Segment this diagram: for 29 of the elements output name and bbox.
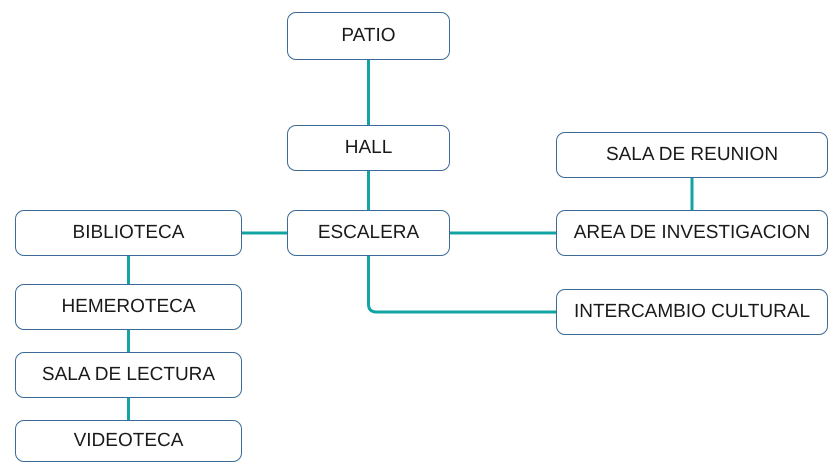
room-box <box>15 210 242 256</box>
room-box <box>15 352 242 398</box>
room-box <box>15 284 242 330</box>
connector-line <box>367 171 370 210</box>
room-label: PATIO <box>341 25 396 47</box>
room-box <box>287 210 450 256</box>
connector-line <box>367 256 556 314</box>
room-label: HALL <box>344 137 392 159</box>
connector-line <box>242 232 287 234</box>
room-label: ESCALERA <box>318 222 420 244</box>
room-box <box>287 12 450 60</box>
room-label: SALA DE LECTURA <box>42 364 216 386</box>
connector-line <box>367 60 370 125</box>
room-box <box>556 289 828 335</box>
room-label: VIDEOTECA <box>74 430 184 452</box>
room-label: AREA DE INVESTIGACION <box>574 222 810 244</box>
room-box <box>556 132 828 178</box>
room-label: BIBLIOTECA <box>72 222 184 244</box>
connector-line <box>127 256 130 284</box>
room-label: INTERCAMBIO CULTURAL <box>574 301 810 323</box>
connector-line <box>450 232 556 234</box>
connector-line <box>127 330 130 352</box>
connector-line <box>127 398 130 420</box>
room-box <box>287 125 450 171</box>
room-label: SALA DE REUNION <box>606 144 778 166</box>
room-label: HEMEROTECA <box>61 296 196 318</box>
connector-line <box>690 178 694 210</box>
room-box <box>15 420 242 462</box>
room-box <box>556 210 828 256</box>
